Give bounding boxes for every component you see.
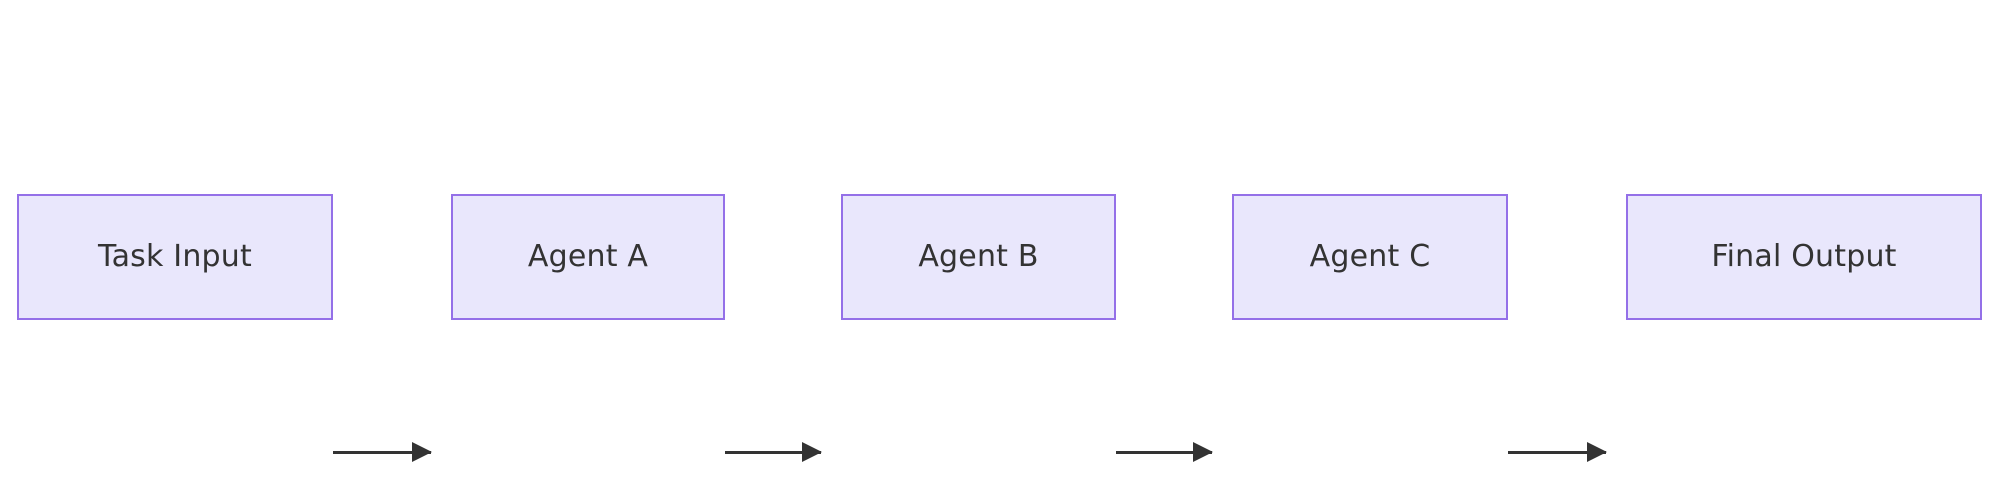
- node-agent-c[interactable]: Agent C: [1232, 194, 1508, 320]
- edge-line: [333, 451, 431, 454]
- node-final-output[interactable]: Final Output: [1626, 194, 1982, 320]
- arrowhead-icon: [802, 442, 822, 462]
- edge-line: [725, 451, 821, 454]
- arrowhead-icon: [412, 442, 432, 462]
- node-agent-a-label: Agent A: [527, 239, 649, 274]
- node-agent-b-label: Agent B: [918, 239, 1039, 274]
- node-agent-c-label: Agent C: [1309, 239, 1431, 274]
- node-agent-a[interactable]: Agent A: [451, 194, 725, 320]
- edge-task-input-to-agent-a: [333, 442, 432, 462]
- edge-agent-c-to-final-output: [1508, 442, 1607, 462]
- edge-agent-a-to-agent-b: [725, 442, 822, 462]
- node-agent-b[interactable]: Agent B: [841, 194, 1116, 320]
- flow-pipeline: Task Input Agent A Agent B Agent C: [0, 194, 2000, 462]
- node-task-input[interactable]: Task Input: [17, 194, 333, 320]
- edge-line: [1508, 451, 1606, 454]
- arrowhead-icon: [1587, 442, 1607, 462]
- arrowhead-icon: [1193, 442, 1213, 462]
- edge-line: [1116, 451, 1212, 454]
- node-task-input-label: Task Input: [98, 239, 252, 274]
- node-final-output-label: Final Output: [1711, 239, 1897, 274]
- edge-agent-b-to-agent-c: [1116, 442, 1213, 462]
